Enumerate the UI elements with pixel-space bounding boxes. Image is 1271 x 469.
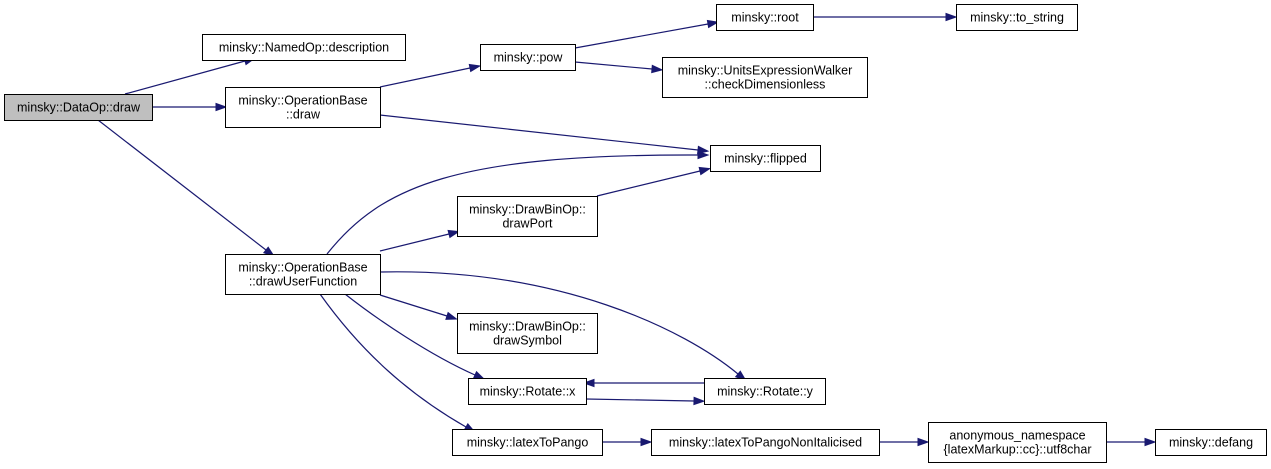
node-flipped[interactable]: minsky::flipped xyxy=(710,145,821,172)
edges-layer xyxy=(97,12,1157,447)
node-box xyxy=(710,145,821,172)
node-drawbinop_drawsymbol[interactable]: minsky::DrawBinOp::drawSymbol xyxy=(457,313,598,354)
node-box xyxy=(4,94,153,121)
node-rotate_y[interactable]: minsky::Rotate::y xyxy=(704,378,826,405)
node-box xyxy=(468,378,587,405)
node-label: minsky::DataOp::draw xyxy=(17,101,141,115)
arrowhead-latex_to_pango_non_italicised xyxy=(640,437,653,447)
node-box xyxy=(716,4,814,31)
node-box xyxy=(202,34,406,61)
arrowhead-defang xyxy=(1144,437,1157,447)
node-label: minsky::pow xyxy=(494,51,564,65)
node-operationbase_drawuserfunction[interactable]: minsky::OperationBase::drawUserFunction xyxy=(225,254,381,295)
edge-rotate_x-to-rotate_y xyxy=(585,398,695,402)
edge-operationbase_drawuserfunction-to-latex_to_pango xyxy=(319,293,467,428)
node-root[interactable]: minsky::root xyxy=(716,4,814,31)
edge-pow-to-root xyxy=(574,23,709,49)
node-box xyxy=(225,87,381,128)
node-label: minsky::flipped xyxy=(724,152,807,166)
node-box xyxy=(928,422,1107,463)
arrowhead-operationbase_draw xyxy=(215,102,228,112)
node-label: minsky::root xyxy=(731,11,799,25)
edge-dataop_draw-to-namedop_description xyxy=(124,60,246,95)
arrowhead-utf8char xyxy=(917,437,930,447)
arrowhead-rotate_y xyxy=(693,396,706,406)
edge-operationbase_drawuserfunction-to-flipped xyxy=(326,154,699,255)
arrowhead-root xyxy=(706,19,720,29)
arrowhead-flipped xyxy=(698,166,712,176)
edge-drawbinop_drawport-to-flipped xyxy=(596,170,701,197)
node-label: minsky::Rotate::x xyxy=(480,385,577,399)
node-drawbinop_drawport[interactable]: minsky::DrawBinOp::drawPort xyxy=(457,196,598,237)
node-label: ::draw xyxy=(286,108,321,122)
node-box xyxy=(457,313,598,354)
edge-operationbase_draw-to-pow xyxy=(379,67,471,88)
node-operationbase_draw[interactable]: minsky::OperationBase::draw xyxy=(225,87,381,128)
node-box xyxy=(1155,429,1267,456)
arrowhead-check_dimensionless xyxy=(651,64,664,74)
node-utf8char[interactable]: anonymous_namespace{latexMarkup::cc}::ut… xyxy=(928,422,1107,463)
node-box xyxy=(704,378,826,405)
node-to_string[interactable]: minsky::to_string xyxy=(956,4,1078,31)
node-label: drawSymbol xyxy=(493,334,562,348)
arrowhead-rotate_x xyxy=(582,378,595,388)
node-box xyxy=(480,44,576,71)
node-label: minsky::latexToPangoNonItalicised xyxy=(669,436,862,450)
node-latex_to_pango[interactable]: minsky::latexToPango xyxy=(452,429,603,456)
node-latex_to_pango_non_italicised[interactable]: minsky::latexToPangoNonItalicised xyxy=(651,429,880,456)
node-dataop_draw[interactable]: minsky::DataOp::draw xyxy=(4,94,153,121)
edge-operationbase_drawuserfunction-to-rotate_y xyxy=(379,271,739,375)
arrowhead-flipped xyxy=(697,150,710,160)
node-label: {latexMarkup::cc}::utf8char xyxy=(944,443,1092,457)
arrowhead-drawbinop_drawport xyxy=(447,229,461,239)
node-defang[interactable]: minsky::defang xyxy=(1155,429,1267,456)
node-box xyxy=(452,429,603,456)
edge-operationbase_draw-to-flipped xyxy=(379,114,699,151)
node-label: drawPort xyxy=(502,217,553,231)
node-check_dimensionless[interactable]: minsky::UnitsExpressionWalker::checkDime… xyxy=(662,57,868,98)
node-box xyxy=(457,196,598,237)
node-pow[interactable]: minsky::pow xyxy=(480,44,576,71)
node-box xyxy=(662,57,868,98)
node-box xyxy=(956,4,1078,31)
node-rotate_x[interactable]: minsky::Rotate::x xyxy=(468,378,587,405)
arrowhead-pow xyxy=(468,63,482,73)
arrowhead-drawbinop_drawsymbol xyxy=(445,311,458,320)
node-label: minsky::DrawBinOp:: xyxy=(469,320,586,334)
edge-dataop_draw-to-operationbase_drawuserfunction xyxy=(97,119,267,251)
node-label: minsky::latexToPango xyxy=(467,436,589,450)
node-label: minsky::NamedOp::description xyxy=(219,41,389,55)
node-label: minsky::defang xyxy=(1169,436,1253,450)
node-label: minsky::UnitsExpressionWalker xyxy=(678,64,853,78)
node-namedop_description[interactable]: minsky::NamedOp::description xyxy=(202,34,406,61)
node-label: minsky::OperationBase xyxy=(238,261,367,275)
node-label: ::checkDimensionless xyxy=(705,78,826,92)
edge-pow-to-check_dimensionless xyxy=(574,61,653,70)
node-label: anonymous_namespace xyxy=(949,429,1085,443)
node-label: minsky::Rotate::y xyxy=(717,385,814,399)
node-label: minsky::DrawBinOp:: xyxy=(469,203,586,217)
node-label: minsky::OperationBase xyxy=(238,94,367,108)
node-label: minsky::to_string xyxy=(970,11,1064,25)
arrowhead-rotate_x xyxy=(472,370,486,380)
edge-operationbase_drawuserfunction-to-drawbinop_drawport xyxy=(379,233,450,252)
arrowhead-to_string xyxy=(945,12,958,22)
edge-operationbase_drawuserfunction-to-drawbinop_drawsymbol xyxy=(379,294,448,317)
edge-operationbase_drawuserfunction-to-rotate_x xyxy=(344,293,476,376)
nodes-layer: minsky::DataOp::draw minsky::NamedOp::des… xyxy=(4,4,1267,463)
node-box xyxy=(651,429,880,456)
node-box xyxy=(225,254,381,295)
node-label: ::drawUserFunction xyxy=(249,275,357,289)
